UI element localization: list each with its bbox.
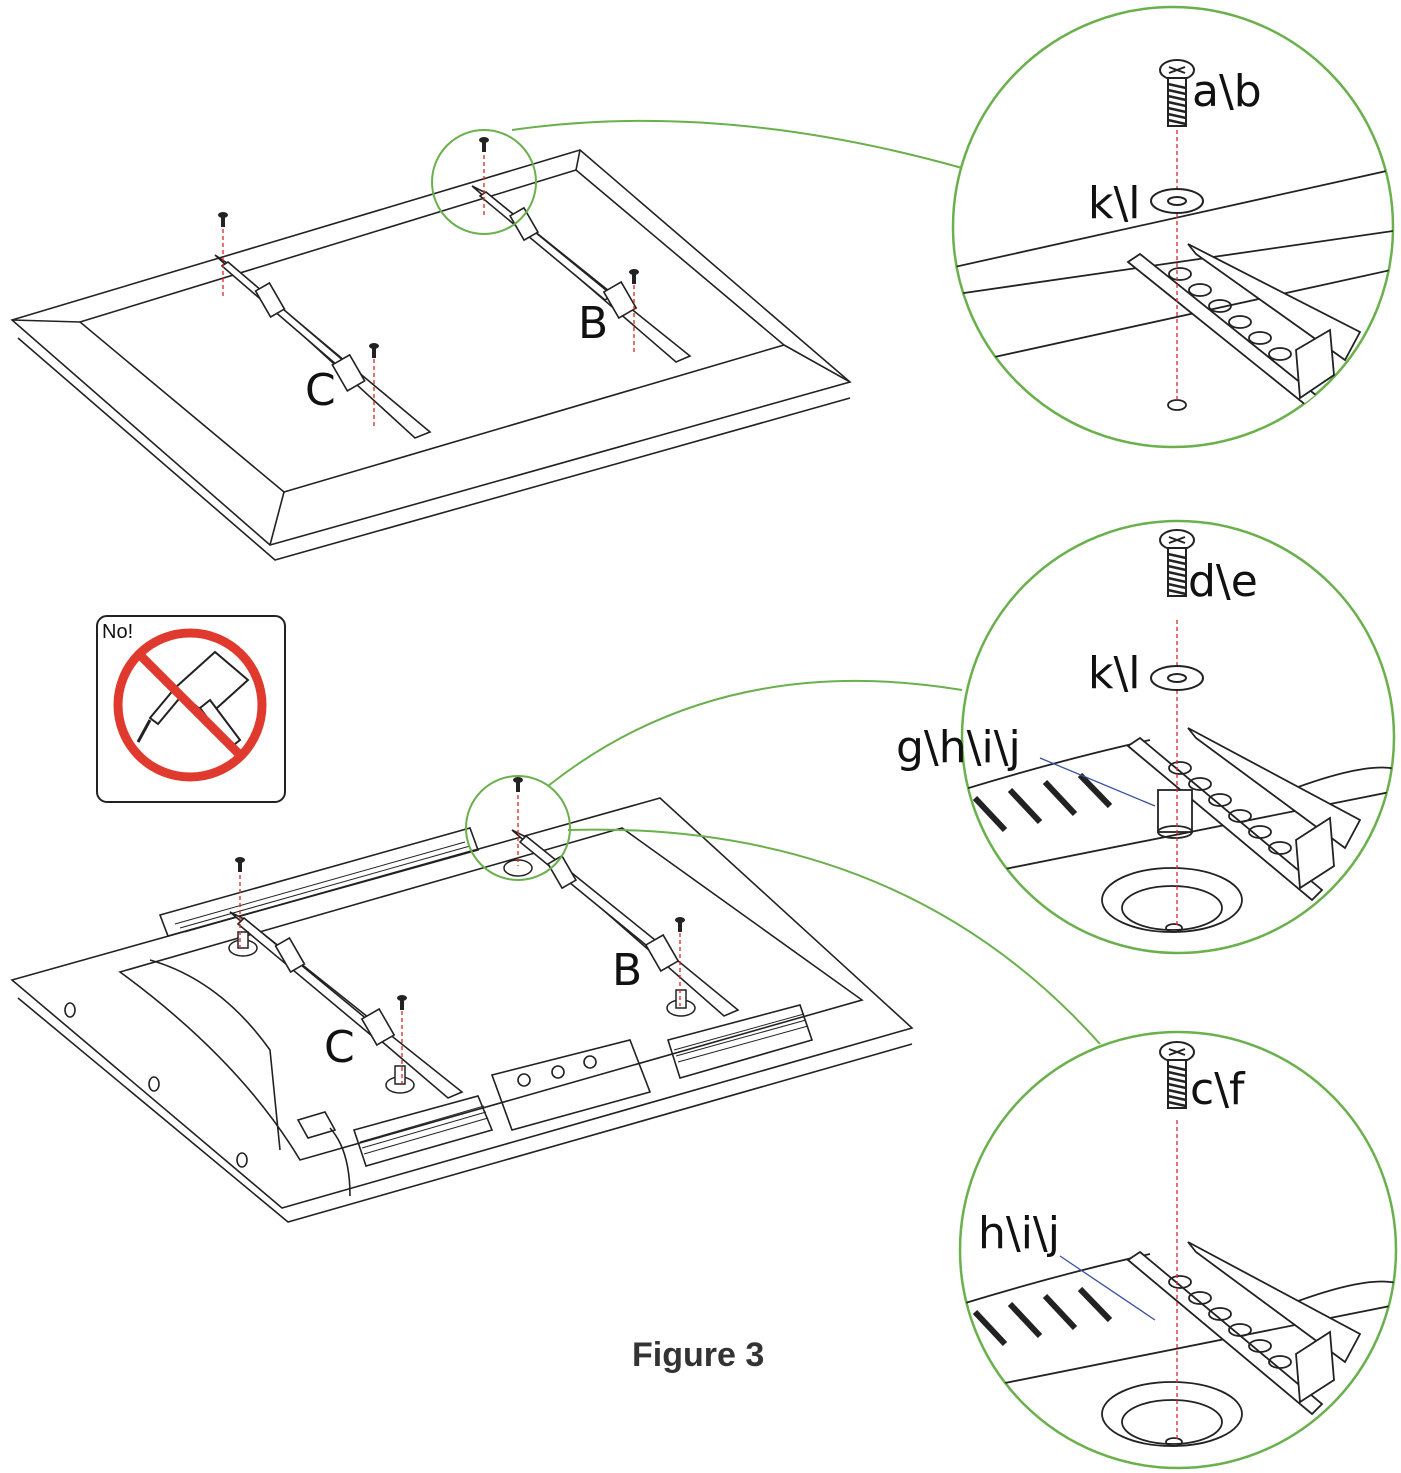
detail-mid: d\e k\l g\h\i\j	[896, 519, 1396, 955]
washer-icon	[1150, 188, 1204, 214]
tv-back-bottom	[10, 797, 914, 1223]
standoffs-bottom	[228, 859, 696, 1094]
detail-bottom-spacer-label: h\i\j	[978, 1208, 1060, 1259]
detail-top: a\b k\l	[951, 5, 1395, 449]
warning-box: No!	[96, 615, 286, 803]
detail-mid-spacer-label: g\h\i\j	[896, 722, 1021, 773]
warning-label: No!	[102, 621, 133, 643]
washer-icon	[1150, 665, 1204, 691]
detail-mid-washer-label: k\l	[1088, 648, 1141, 699]
label-c-top: C	[305, 365, 336, 416]
bracket-left-bottom	[229, 911, 464, 1099]
tv-back-top	[10, 149, 852, 561]
bracket-right-top	[471, 185, 692, 363]
detail-mid-screw-label: d\e	[1188, 556, 1258, 607]
callout-circle-bottom	[465, 775, 571, 881]
drill-icon	[136, 650, 250, 750]
prohibited-icon	[113, 628, 267, 782]
callout-line-top	[511, 119, 963, 169]
label-b-bottom: B	[612, 945, 642, 996]
label-c-bottom: C	[324, 1022, 355, 1073]
figure-caption: Figure 3	[632, 1336, 764, 1374]
vent-grilles-bottom	[174, 841, 809, 1155]
detail-top-washer-label: k\l	[1088, 178, 1141, 229]
detail-bottom-screw-label: c\f	[1190, 1064, 1246, 1115]
screw-guides-bottom	[239, 788, 681, 1084]
detail-top-screw-label: a\b	[1192, 66, 1262, 117]
screw-guides-top	[222, 148, 635, 428]
callout-line-bottom	[567, 828, 1101, 1045]
callout-circle-top	[431, 129, 537, 235]
label-b-top: B	[578, 298, 608, 349]
bracket-left-top	[214, 254, 432, 439]
detail-bottom: c\f h\i\j	[958, 1030, 1398, 1470]
callout-line-mid	[547, 679, 963, 787]
